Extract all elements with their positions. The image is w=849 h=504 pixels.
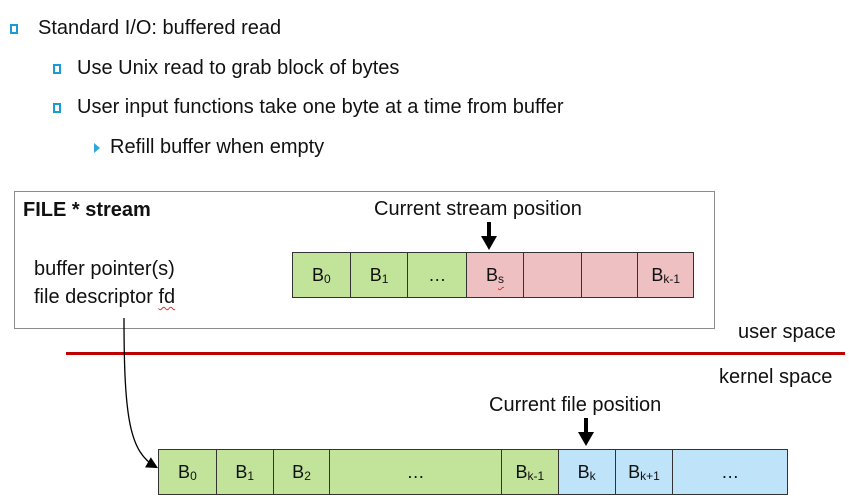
bullet-text: Standard I/O: buffered read	[38, 17, 282, 39]
file-descriptor-fd: fd	[158, 286, 176, 308]
stream-cell-label: …	[428, 264, 447, 285]
bullet-text: Refill buffer when empty	[110, 136, 325, 158]
file-cell-subscript: k-1	[527, 469, 545, 483]
file-cell-label: …	[721, 461, 740, 482]
file-cell-label: B	[292, 461, 305, 482]
stream-cell-label: B	[312, 264, 325, 285]
bullet-text: Use Unix read to grab block of bytes	[77, 57, 400, 79]
square-bullet-icon	[10, 23, 18, 34]
square-bullet-icon	[53, 63, 61, 74]
fd-to-file-curve-arrow	[123, 317, 159, 469]
bullet-level1: Standard I/O: buffered read	[10, 17, 281, 40]
stream-cell-4	[523, 253, 582, 297]
stream-cell-label: B	[651, 264, 664, 285]
file-cell-label: B	[628, 461, 641, 482]
file-cell-subscript: k	[589, 469, 596, 483]
file-cell-label: B	[235, 461, 248, 482]
file-descriptor-prefix: file descriptor	[34, 286, 159, 308]
stream-cell-subscript: 0	[324, 272, 331, 286]
stream-cell-subscript: s	[498, 272, 504, 286]
file-cell-label: B	[577, 461, 590, 482]
stream-cell-subscript: k-1	[663, 272, 680, 286]
stream-position-arrow-icon	[481, 222, 497, 250]
triangle-bullet-icon	[94, 142, 100, 153]
file-cell-7: …	[673, 450, 787, 494]
file-cell-label: B	[178, 461, 191, 482]
bullet-level2: Use Unix read to grab block of bytes	[53, 57, 399, 80]
kernel-space-label: kernel space	[719, 366, 833, 388]
file-cell-subscript: k+1	[640, 469, 660, 483]
stream-cell-2: …	[408, 253, 468, 297]
stream-cell-label: B	[485, 264, 498, 285]
file-cell-subscript: 1	[247, 469, 255, 483]
bullet-level3: Refill buffer when empty	[94, 136, 324, 159]
buffer-pointer-label: buffer pointer(s)	[34, 258, 175, 280]
file-stream-title: FILE * stream	[23, 199, 151, 221]
stream-cell-subscript: 1	[381, 272, 389, 286]
bullet-text: User input functions take one byte at a …	[77, 96, 564, 118]
file-descriptor-label: file descriptor fd	[34, 286, 175, 309]
file-position-label: Current file position	[489, 394, 662, 416]
stream-cell-5	[581, 253, 639, 297]
stream-position-label: Current stream position	[374, 198, 582, 220]
file-cell-3: …	[330, 450, 502, 494]
file-cell-subscript: 0	[190, 469, 197, 483]
user-kernel-separator	[66, 352, 845, 355]
file-position-arrow-icon	[578, 418, 594, 446]
stream-cell-label: B	[369, 264, 382, 285]
file-cell-subscript: 2	[304, 469, 311, 483]
user-space-label: user space	[738, 321, 836, 343]
file-cell-label: B	[515, 461, 528, 482]
square-bullet-icon	[53, 102, 61, 113]
bullet-level2: User input functions take one byte at a …	[53, 96, 564, 119]
file-cell-label: …	[406, 461, 425, 482]
